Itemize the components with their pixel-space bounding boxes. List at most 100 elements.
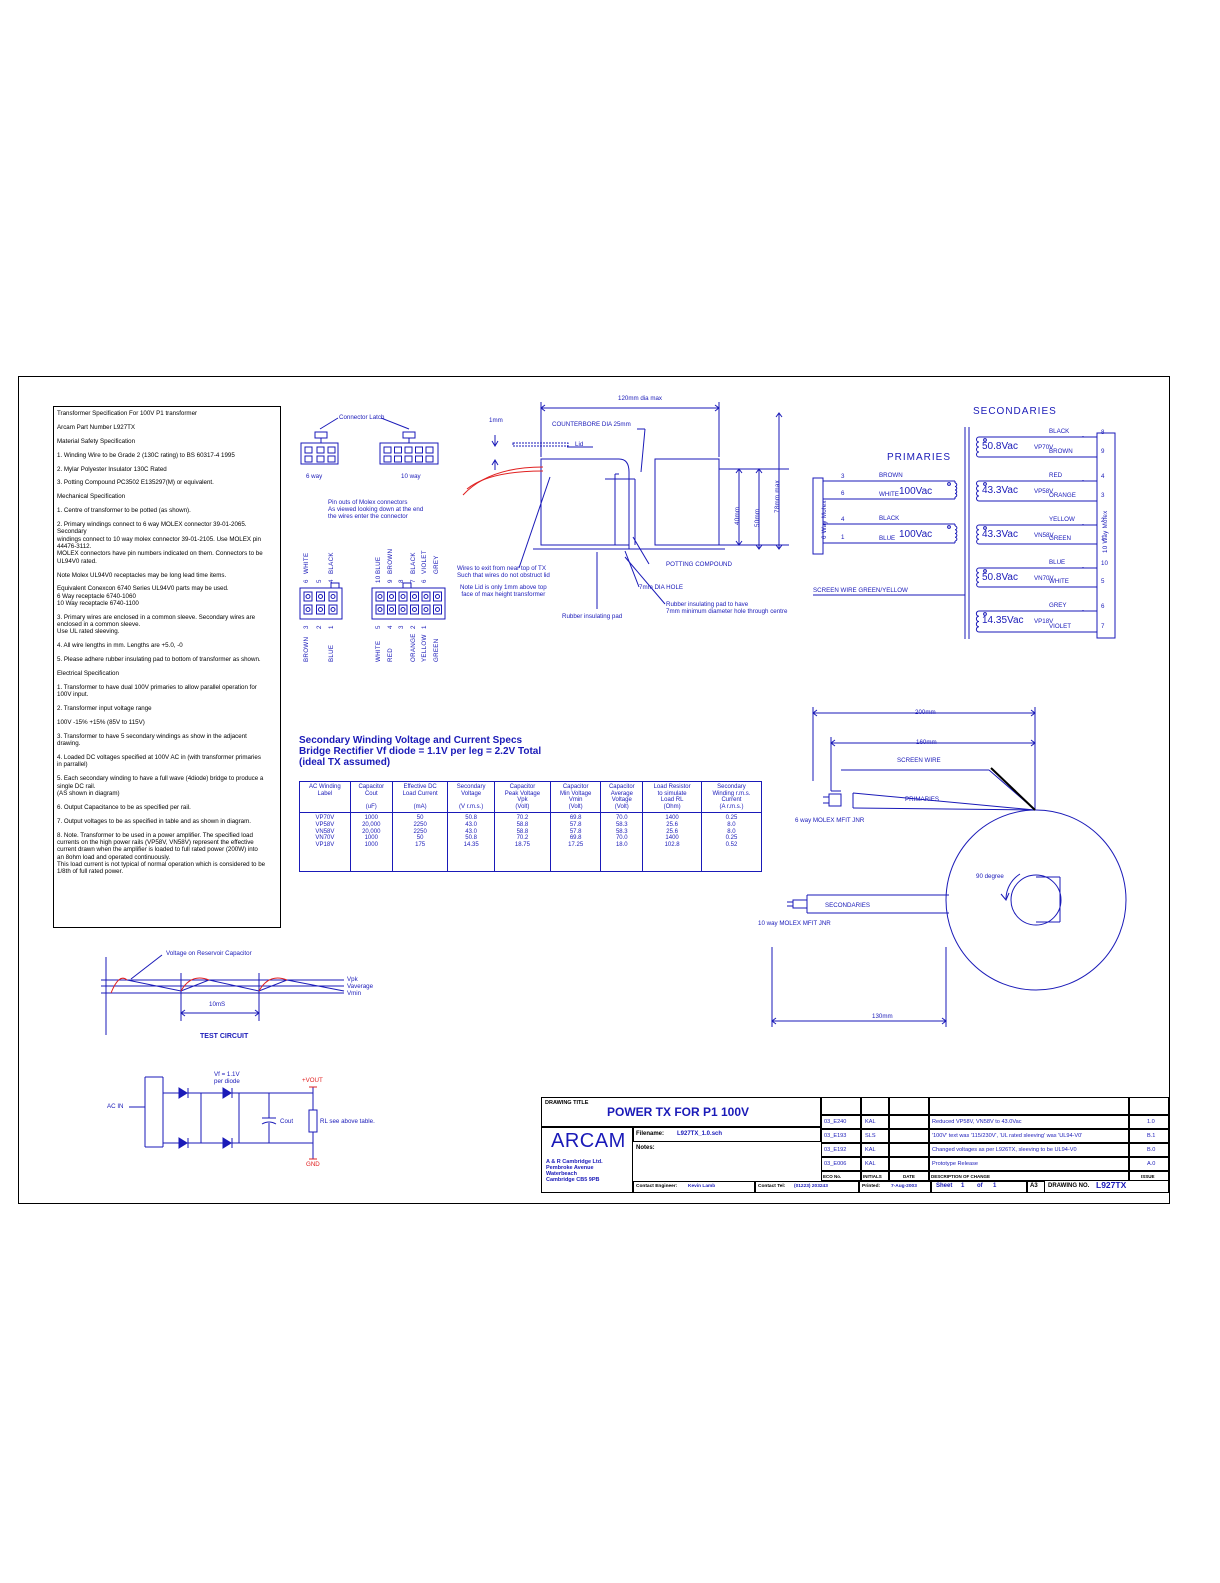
spec-note: 4. Loaded DC voltages specified at 100V … [57,754,261,769]
spec-note: 3. Primary wires are enclosed in a commo… [57,613,256,636]
potting-label: POTTING COMPOUND [666,561,732,568]
hole-label: 7mm DIA HOLE [639,584,684,591]
revision-eco: 03_E193 [824,1133,847,1139]
revision-issue: B.0 [1147,1147,1156,1153]
table-header: Capacitor Cout (uF) [349,780,393,814]
spec-note: 2. Transformer input voltage range [57,705,152,713]
pin-number: 2 [315,625,323,629]
table-header: Capacitor Peak Voltage Vpk (Volt) [493,780,552,814]
angle-label: 90 degree [976,873,1004,880]
header-initials: INITIALS [863,1174,882,1179]
pin-number: 4 [386,625,394,629]
d160-label: 160mm [916,739,937,746]
d130-label: 130mm [872,1013,893,1020]
vavg-label: Vaverage [347,983,374,990]
secondary-rail-name: VN70V [1034,575,1054,582]
spec-note: 100V -15% +15% (85V to 115V) [57,719,145,727]
secondary-wire-colour: RED [1049,472,1063,479]
secondary-wire-colour: YELLOW [1049,516,1075,523]
table-column-values: VP70V VP58V VN58V VN70V VP18V [299,812,351,872]
six-molex-label: 6 way MOLEX MFIT JNR [795,817,865,824]
spec-note: Note Molex UL94V0 receptacles may be lon… [57,571,227,579]
spec-note: Arcam Part Number L927TX [57,423,136,431]
table-column-values: 1000 20,000 20,000 1000 1000 [349,812,393,872]
spec-note: 7. Output voltages to be as specified in… [57,817,251,825]
primary-voltage: 100Vac [899,529,933,540]
notes-label: Notes: [636,1145,655,1151]
revision-issue: 1.0 [1147,1119,1155,1125]
wire-colour-label: BROWN [386,548,394,574]
table-header: AC Winding Label [299,780,351,814]
secondary-pin: 3 [1101,492,1105,499]
sheet-label: Sheet [936,1183,953,1189]
company-address: A & R Cambridge Ltd. Pembroke Avenue Wat… [546,1159,603,1183]
filename-value: L927TX_1.0.sch [677,1131,723,1137]
contact-tel-value: (01223) 203243 [794,1184,828,1189]
ten-way-label: 10 way [401,473,421,480]
h78-label: 78mm max [774,480,781,513]
spec-note: 1. Transformer to have dual 100V primari… [57,684,257,699]
primary-wire-colour: BLACK [879,515,900,522]
toroid-screen-wire-label: SCREEN WIRE [897,757,941,764]
secondary-wire-colour: BROWN [1049,448,1073,455]
rl-label: RL see above table. [320,1118,375,1125]
revision-init: SLS [865,1133,876,1139]
secondary-pin: 7 [1101,623,1105,630]
spec-note: Mechanical Specification [57,493,126,501]
wire-colour-label: YELLOW [421,634,428,662]
secondary-voltage: 50.8Vac [982,572,1018,583]
spec-note: 3. Potting Compound PC3502 E135297(M) or… [57,479,214,487]
table-column-values: 0.25 8.0 8.0 0.25 0.52 [700,812,763,872]
pinout-note: Pin outs of Molex connectors As viewed l… [328,499,424,520]
primary-wire-colour: BLUE [879,535,896,542]
diagram-graphics [101,402,1127,1160]
rubber-pad-note: Rubber insulating pad to have 7mm minimu… [666,601,788,615]
wire-colour-label: BLACK [328,552,335,574]
header-desc: DESCRIPTION OF CHANGE [931,1174,991,1179]
period-label: 10mS [209,1001,226,1008]
spec-note: 2. Primary windings connect to 6 way MOL… [57,521,263,565]
primary-pin: 6 [841,490,845,497]
sheet-size: A3 [1030,1183,1038,1189]
revision-init: KAL [865,1161,876,1167]
revision-eco: 03_E240 [824,1119,847,1125]
spec-note: Transformer Specification For 100V P1 tr… [57,410,198,417]
wire-colour-label: BLUE [328,644,335,662]
secondary-pin: 2 [1101,517,1105,524]
spec-note: 5. Please adhere rubber insulating pad t… [57,656,261,664]
wire-colour-label: WHITE [375,640,382,662]
spec-note: 6. Output Capacitance to be as specified… [57,803,191,811]
pin-number: 2 [409,625,417,629]
rubber-pad-label: Rubber insulating pad [562,613,623,620]
vpk-label: Vpk [347,976,358,983]
secondary-voltage: 50.8Vac [982,441,1018,452]
secondary-wire-colour: VIOLET [1049,623,1072,630]
revision-eco: 03_E006 [824,1161,847,1167]
table-column-values: 70.2 58.8 58.8 70.2 18.75 [493,812,552,872]
secondaries-title: SECONDARIES [973,406,1057,417]
of-value: 1 [993,1183,997,1189]
secondary-rail-name: VP58V [1034,488,1054,495]
pin-number: 4 [328,579,335,583]
wire-colour-label: GREY [432,555,440,574]
spec-note: 3. Transformer to have 5 secondary windi… [57,733,247,748]
table-title: Secondary Winding Voltage and Current Sp… [299,735,542,768]
drawing-title: POWER TX FOR P1 100V [607,1105,750,1119]
primary-pin: 3 [841,473,845,480]
table-header: Effective DC Load Current (mA) [391,780,449,814]
toroid-secondaries-label: SECONDARIES [825,902,871,909]
pin-number: 7 [409,579,417,583]
screen-wire-label: SCREEN WIRE GREEN/YELLOW [813,587,908,594]
wire-colour-label: WHITE [303,552,310,574]
connector-latch-label: Connector Latch [339,414,385,421]
pin-number: 6 [421,579,428,583]
secondary-wire-colour: ORANGE [1049,492,1076,499]
spec-note: 5. Each secondary winding to have a full… [57,775,264,797]
gnd-label: GND [306,1161,320,1168]
table-header: Secondary Winding r.m.s. Current (A r.m.… [700,780,763,814]
contact-engineer-label: Contact Engineer: [636,1184,678,1189]
toroid-primaries-label: PRIMARIES [905,796,940,803]
wire-colour-label: RED [386,648,394,662]
h40-label: 40mm [734,506,741,525]
